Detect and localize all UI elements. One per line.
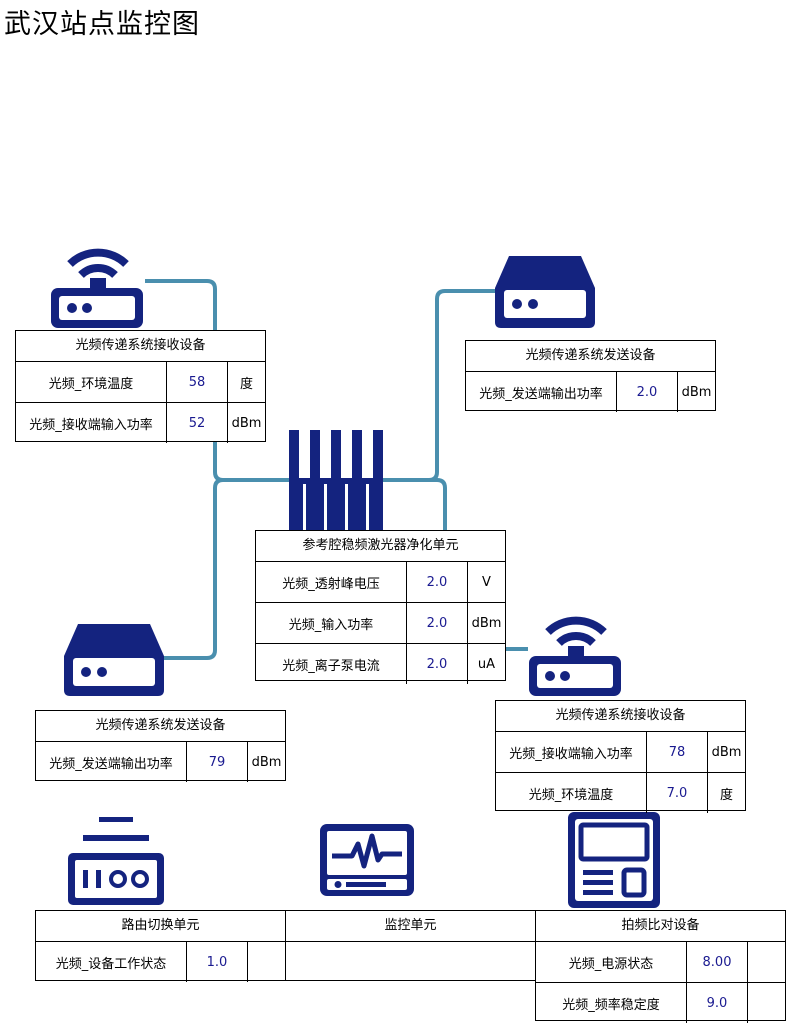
table-row: 光频_频率稳定度 9.0 (536, 983, 785, 1023)
metric-unit (248, 942, 285, 982)
metric-value: 78 (647, 732, 708, 772)
metric-label: 光频_透射峰电压 (256, 562, 407, 602)
metric-unit: dBm (251, 754, 282, 770)
panel-title: 光频传递系统接收设备 (16, 331, 265, 362)
wifi-router-icon (526, 600, 626, 700)
rx-top-panel: 光频传递系统接收设备 光频_环境温度 58 度 光频_接收端输入功率 52 dB… (15, 330, 266, 443)
metric-label: 光频_频率稳定度 (536, 983, 687, 1023)
tx-bottom-panel: 光频传递系统发送设备 光频_发送端输出功率 79 dBm (35, 710, 286, 782)
metric-unit: 度 (239, 376, 253, 392)
panel-title: 拍频比对设备 (536, 911, 785, 942)
metric-label: 光频_离子泵电流 (256, 644, 407, 684)
metric-value: 9.0 (687, 983, 748, 1023)
metric-unit: V (482, 574, 491, 590)
metric-unit (748, 983, 785, 1023)
metric-value: 52 (167, 403, 228, 443)
metric-unit: dBm (711, 744, 742, 760)
wire-tx-bottom (160, 478, 290, 660)
metric-label: 光频_环境温度 (16, 362, 167, 402)
metric-label: 光频_发送端输出功率 (466, 372, 617, 412)
metric-value: 1.0 (187, 942, 248, 982)
table-row: 光频_输入功率 2.0 dBm (256, 603, 505, 644)
metric-value: 7.0 (647, 773, 708, 813)
metric-unit (748, 942, 785, 982)
table-row: 光频_发送端输出功率 2.0 dBm (466, 372, 715, 412)
metric-label: 光频_接收端输入功率 (496, 732, 647, 772)
table-row: 光频_环境温度 7.0 度 (496, 773, 745, 813)
panel-title: 光频传递系统接收设备 (496, 701, 745, 732)
metric-value: 2.0 (407, 603, 468, 643)
table-row: 光频_发送端输出功率 79 dBm (36, 742, 285, 782)
monitor-pulse-icon (318, 822, 416, 898)
tx-top-panel: 光频传递系统发送设备 光频_发送端输出功率 2.0 dBm (465, 340, 716, 412)
laser-panel: 参考腔稳频激光器净化单元 光频_透射峰电压 2.0 V 光频_输入功率 2.0 … (255, 530, 506, 684)
metric-label: 光频_环境温度 (496, 773, 647, 813)
panel-title: 监控单元 (286, 911, 535, 942)
metric-value: 2.0 (617, 372, 678, 412)
monitor-panel: 监控单元 (285, 910, 536, 981)
metric-label: 光频_电源状态 (536, 942, 687, 982)
metric-label: 光频_接收端输入功率 (16, 403, 167, 443)
table-row: 光频_透射峰电压 2.0 V (256, 562, 505, 603)
table-row: 光频_离子泵电流 2.0 uA (256, 644, 505, 684)
wifi-router-icon (48, 232, 148, 332)
table-row: 光频_环境温度 58 度 (16, 362, 265, 403)
panel-body-empty (286, 942, 535, 981)
metric-value: 2.0 (407, 562, 468, 602)
metric-label: 光频_输入功率 (256, 603, 407, 643)
server-box-icon (64, 620, 164, 700)
panel-title: 路由切换单元 (36, 911, 285, 942)
switch-unit-icon (66, 815, 166, 909)
metric-unit: 度 (719, 787, 733, 803)
metric-label: 光频_设备工作状态 (36, 942, 187, 982)
rx-bottom-panel: 光频传递系统接收设备 光频_接收端输入功率 78 dBm 光频_环境温度 7.0… (495, 700, 746, 813)
table-row: 光频_电源状态 8.00 (536, 942, 785, 983)
panel-title: 光频传递系统发送设备 (466, 341, 715, 372)
metric-unit: uA (477, 656, 496, 672)
panel-title: 参考腔稳频激光器净化单元 (256, 531, 505, 562)
metric-label: 光频_发送端输出功率 (36, 742, 187, 782)
metric-value: 8.00 (687, 942, 748, 982)
metric-value: 2.0 (407, 644, 468, 684)
metric-value: 79 (187, 742, 248, 782)
table-row: 光频_接收端输入功率 52 dBm (16, 403, 265, 443)
compare-panel: 拍频比对设备 光频_电源状态 8.00 光频_频率稳定度 9.0 (535, 910, 786, 1023)
metric-unit: dBm (471, 615, 502, 631)
server-box-icon (495, 252, 595, 332)
router-panel: 路由切换单元 光频_设备工作状态 1.0 (35, 910, 286, 982)
panel-title: 光频传递系统发送设备 (36, 711, 285, 742)
laser-purifier-icon (289, 430, 383, 532)
table-row: 光频_接收端输入功率 78 dBm (496, 732, 745, 773)
metric-unit: dBm (681, 384, 712, 400)
wire-laser-right (382, 478, 447, 530)
table-row: 光频_设备工作状态 1.0 (36, 942, 285, 982)
metric-unit: dBm (231, 415, 262, 431)
page-title: 武汉站点监控图 (4, 9, 200, 40)
comparator-device-icon (566, 810, 662, 910)
metric-value: 58 (167, 362, 228, 402)
